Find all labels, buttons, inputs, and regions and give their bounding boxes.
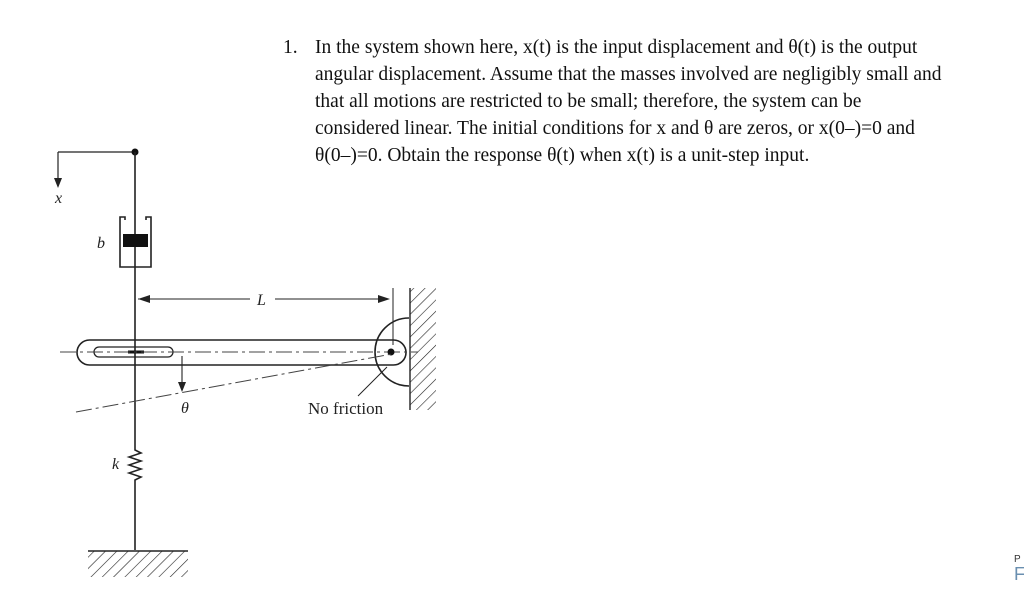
- no-friction-leader: [357, 366, 388, 397]
- length-dimension: [138, 288, 394, 345]
- input-displacement-arrow: [54, 151, 134, 188]
- problem-line-2: angular displacement. Assume that the ma…: [315, 64, 942, 85]
- damper-b: [119, 216, 152, 268]
- problem-line-4: considered linear. The initial condition…: [315, 118, 915, 139]
- ground: [88, 550, 188, 577]
- pivot-support: [374, 317, 410, 387]
- label-b: b: [97, 235, 105, 252]
- problem-line-1: In the system shown here, x(t) is the in…: [315, 37, 918, 58]
- edge-mark-top: P: [1014, 554, 1021, 565]
- label-L: L: [256, 292, 266, 309]
- problem-number: 1.: [283, 37, 298, 58]
- problem-line-3: that all motions are restricted to be sm…: [315, 91, 862, 112]
- label-k: k: [112, 456, 120, 473]
- lever-bar: [60, 339, 418, 366]
- label-x: x: [54, 190, 62, 207]
- label-no-friction: No friction: [308, 399, 384, 418]
- label-theta: θ: [181, 400, 189, 417]
- edge-mark-bottom: F: [1014, 564, 1024, 584]
- theta-arrow: [178, 356, 186, 392]
- wall: [409, 288, 436, 410]
- problem-line-5: θ(0–)=0. Obtain the response θ(t) when x…: [315, 145, 810, 166]
- spring-k: [126, 445, 144, 550]
